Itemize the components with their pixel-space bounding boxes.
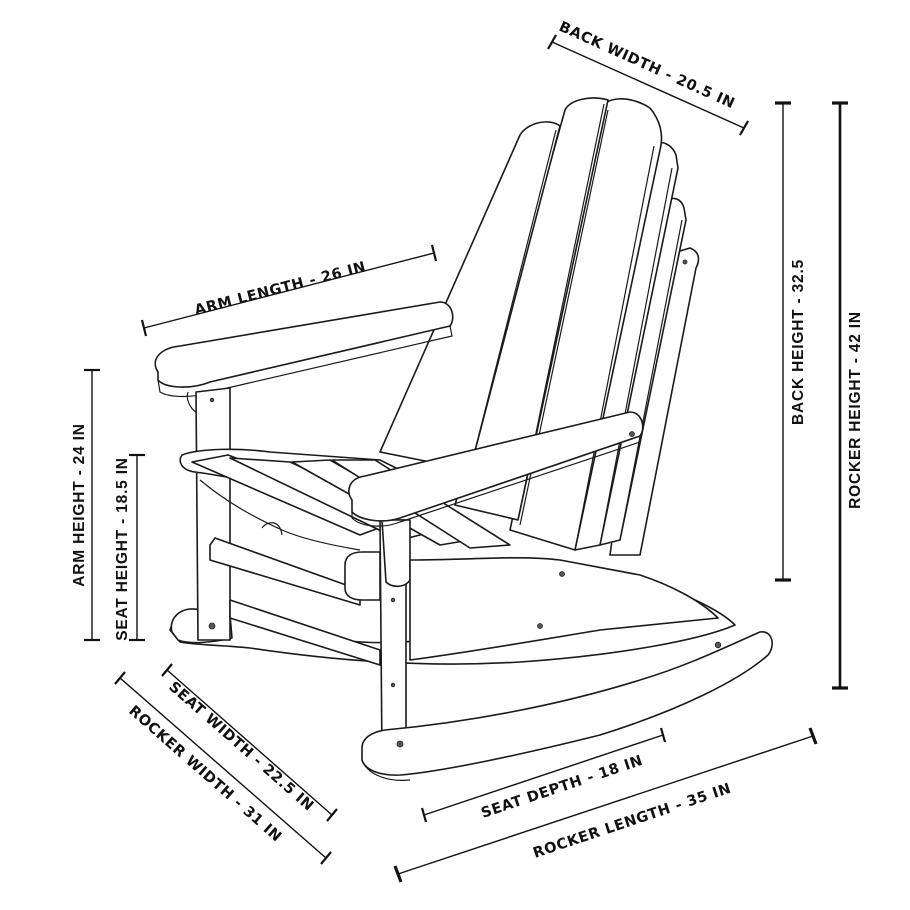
left-armrest xyxy=(154,301,454,388)
left-front-leg xyxy=(195,387,231,641)
seat-height-label: SEAT HEIGHT - 18.5 IN xyxy=(114,457,131,641)
front-rocker xyxy=(361,631,773,776)
seat-depth-label: SEAT DEPTH - 18 IN xyxy=(479,753,645,822)
dimension-lines xyxy=(84,34,848,883)
back-height-label: BACK HEIGHT - 32.5 xyxy=(790,259,807,425)
right-armrest xyxy=(348,411,644,522)
rocking-chair-illustration xyxy=(154,97,773,781)
arm-height-label: ARM HEIGHT - 24 IN xyxy=(71,423,88,586)
right-side-frame xyxy=(409,556,719,661)
back-slats xyxy=(379,97,700,556)
rocker-height-label: ROCKER HEIGHT - 42 IN xyxy=(847,311,864,509)
arm-length-label: ARM LENGTH - 26 IN xyxy=(193,259,368,319)
seat-crossbar xyxy=(209,537,361,606)
lower-stretcher xyxy=(229,599,381,666)
